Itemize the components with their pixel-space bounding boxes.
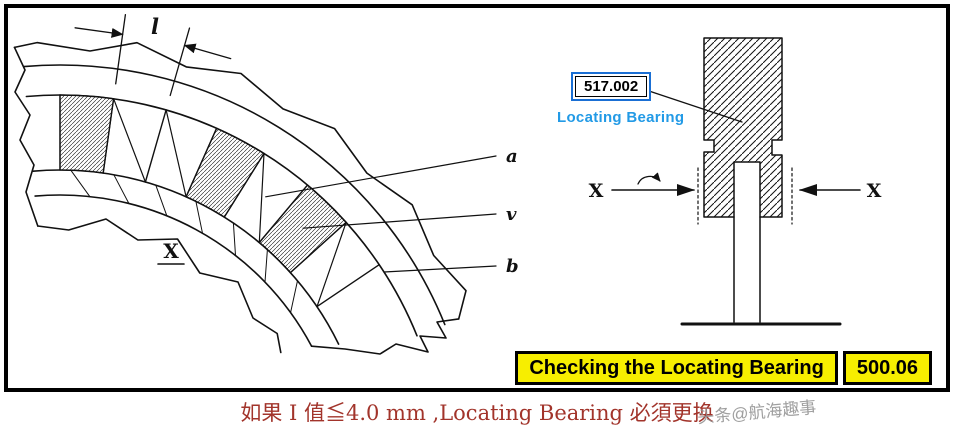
view-label-x: X <box>157 239 185 265</box>
inner-ring-ticks <box>70 169 298 313</box>
axis-label-right: X <box>867 180 882 202</box>
bearing-ring-section: l X a v b <box>13 13 519 355</box>
bearing-cross-section: X X <box>589 37 882 326</box>
cage-diagonals <box>113 98 347 308</box>
callout-v-label: v <box>506 204 517 225</box>
callout-v-leader <box>302 213 497 229</box>
part-leader-line <box>645 89 743 123</box>
callout-b-label: b <box>506 256 519 277</box>
outer-rim-arc <box>23 64 446 326</box>
title-banner: Checking the Locating Bearing 500.06 <box>515 351 932 385</box>
callout-b-leader <box>383 265 497 273</box>
dimension-extension-line-2 <box>169 27 191 97</box>
part-number: 517.002 <box>575 76 648 97</box>
callout-a-label: a <box>506 146 518 167</box>
part-number-box: 517.002 <box>571 72 652 101</box>
banner-title: Checking the Locating Bearing <box>515 351 838 385</box>
inner-break-edge <box>37 218 282 354</box>
view-label-text: X <box>163 239 179 263</box>
inner-ring-arc <box>34 194 313 347</box>
dimension-arrow-left-icon <box>74 27 124 38</box>
caption-text: 如果 I 值≦4.0 mm ,Locating Bearing 必須更换 <box>240 401 714 425</box>
dimension-l: l <box>74 13 232 97</box>
part-name-label: Locating Bearing <box>557 109 685 126</box>
technical-diagram: l X a v b <box>13 13 882 355</box>
hatched-rollers <box>59 94 347 274</box>
axis-label-left: X <box>589 180 604 202</box>
left-break-cut <box>13 46 39 227</box>
banner-code: 500.06 <box>842 351 932 385</box>
rotation-arrow-icon <box>637 172 661 185</box>
dimension-arrow-right-icon <box>183 43 232 60</box>
callout-a-leader <box>265 155 497 198</box>
right-break-cut <box>310 318 460 355</box>
outer-break-edge <box>13 41 467 320</box>
dimension-label: l <box>151 14 159 39</box>
bearing-body <box>703 37 783 218</box>
dimension-extension-line-1 <box>115 13 127 85</box>
callouts: a v b <box>265 146 519 277</box>
diagram-frame: l X a v b <box>4 4 950 392</box>
